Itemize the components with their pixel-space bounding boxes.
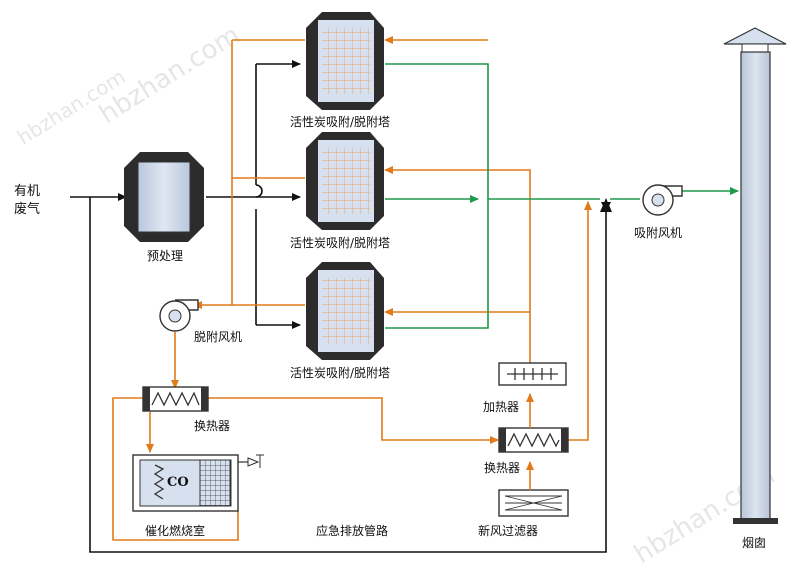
catalytic-chamber-label: 催化燃烧室 bbox=[145, 524, 206, 538]
fresh-air-filter-unit bbox=[498, 489, 569, 517]
adsorption-fan-label: 吸附风机 bbox=[634, 226, 683, 240]
pretreatment-vessel bbox=[124, 152, 204, 242]
waste-gas-label-line1: 有机 bbox=[14, 184, 41, 199]
desorption-fan-label: 脱附风机 bbox=[194, 330, 243, 344]
tower-middle bbox=[306, 132, 384, 230]
heater-unit bbox=[498, 362, 567, 386]
fresh-air-filter-label: 新风过滤器 bbox=[478, 524, 539, 538]
tower-bottom bbox=[306, 262, 384, 360]
desorption-fan-icon bbox=[159, 299, 199, 332]
co-mark: CO bbox=[167, 475, 189, 490]
heat-exchanger-right bbox=[498, 427, 569, 453]
catalytic-chamber-unit bbox=[132, 454, 264, 512]
emergency-pipe-label: 应急排放管路 bbox=[316, 524, 389, 538]
chimney-label: 烟囱 bbox=[742, 536, 767, 550]
green-pipes bbox=[385, 63, 739, 329]
heater-label: 加热器 bbox=[483, 400, 520, 414]
pretreatment-label: 预处理 bbox=[147, 249, 184, 263]
tower-top bbox=[306, 12, 384, 110]
waste-gas-label-line2: 废气 bbox=[14, 202, 41, 217]
bypass-junction-arrow bbox=[600, 198, 612, 212]
orange-pipes bbox=[112, 36, 592, 541]
black-pipes bbox=[70, 60, 607, 553]
heat-exchanger-left bbox=[142, 386, 209, 412]
tower-middle-label: 活性炭吸附/脱附塔 bbox=[290, 236, 391, 250]
tower-bottom-label: 活性炭吸附/脱附塔 bbox=[290, 366, 391, 380]
adsorption-fan-icon bbox=[642, 184, 683, 216]
chimney-stack bbox=[723, 27, 787, 524]
heat-exchanger-left-label: 换热器 bbox=[194, 419, 231, 433]
tower-top-label: 活性炭吸附/脱附塔 bbox=[290, 115, 391, 129]
heat-exchanger-right-label: 换热器 bbox=[484, 461, 521, 475]
